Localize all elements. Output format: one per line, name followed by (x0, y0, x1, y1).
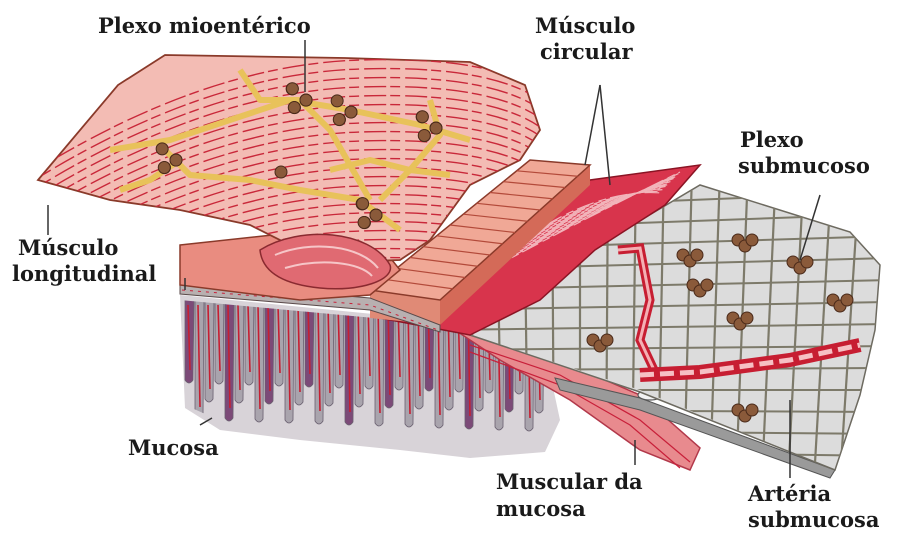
submucosa-ganglion-cell (691, 249, 703, 261)
ganglion-cell (418, 130, 430, 142)
submucosa-ganglion-cell (601, 334, 613, 346)
ganglion-cell (156, 143, 168, 155)
ganglion-cell (158, 162, 170, 174)
ganglion-cell (430, 122, 442, 134)
label-plexo-mioenterico: Plexo mioentérico (98, 14, 311, 38)
label-plexo-submucoso-line1: Plexo (740, 128, 804, 152)
submucosa-ganglion-cell (841, 294, 853, 306)
label-musculo-longitudinal-line2: longitudinal (12, 262, 156, 286)
submucosa-ganglion-cell (801, 256, 813, 268)
ganglion-cell (333, 114, 345, 126)
label-muscular-da-mucosa-line1: Muscular da (496, 470, 643, 494)
submucosa-ganglion-cell (741, 312, 753, 324)
ganglion-cell (416, 111, 428, 123)
submucosa-ganglion-cell (701, 279, 713, 291)
label-musculo-circular-line1: Músculo (535, 14, 635, 38)
label-arteria-submucosa-line1: Artéria (748, 482, 831, 506)
ganglion-cell (370, 209, 382, 221)
submucosa-ganglion-cell (746, 234, 758, 246)
ganglion-cell (288, 102, 300, 114)
submucosa-ganglion-cell (746, 404, 758, 416)
ganglion-cell (170, 154, 182, 166)
ganglion-cell (331, 95, 343, 107)
ganglion-cell (357, 198, 369, 210)
label-musculo-longitudinal-line1: Músculo (18, 236, 118, 260)
ganglion-cell (275, 166, 287, 178)
label-muscular-da-mucosa-line2: mucosa (496, 497, 586, 521)
label-musculo-circular-line2: circular (540, 40, 633, 64)
ganglion-cell (345, 106, 357, 118)
label-plexo-submucoso-line2: submucoso (738, 154, 870, 178)
ganglion-cell (300, 94, 312, 106)
label-mucosa: Mucosa (128, 436, 219, 460)
ganglion-cell (358, 216, 370, 228)
ganglion-cell (286, 83, 298, 95)
label-arteria-submucosa-line2: submucosa (748, 508, 880, 532)
